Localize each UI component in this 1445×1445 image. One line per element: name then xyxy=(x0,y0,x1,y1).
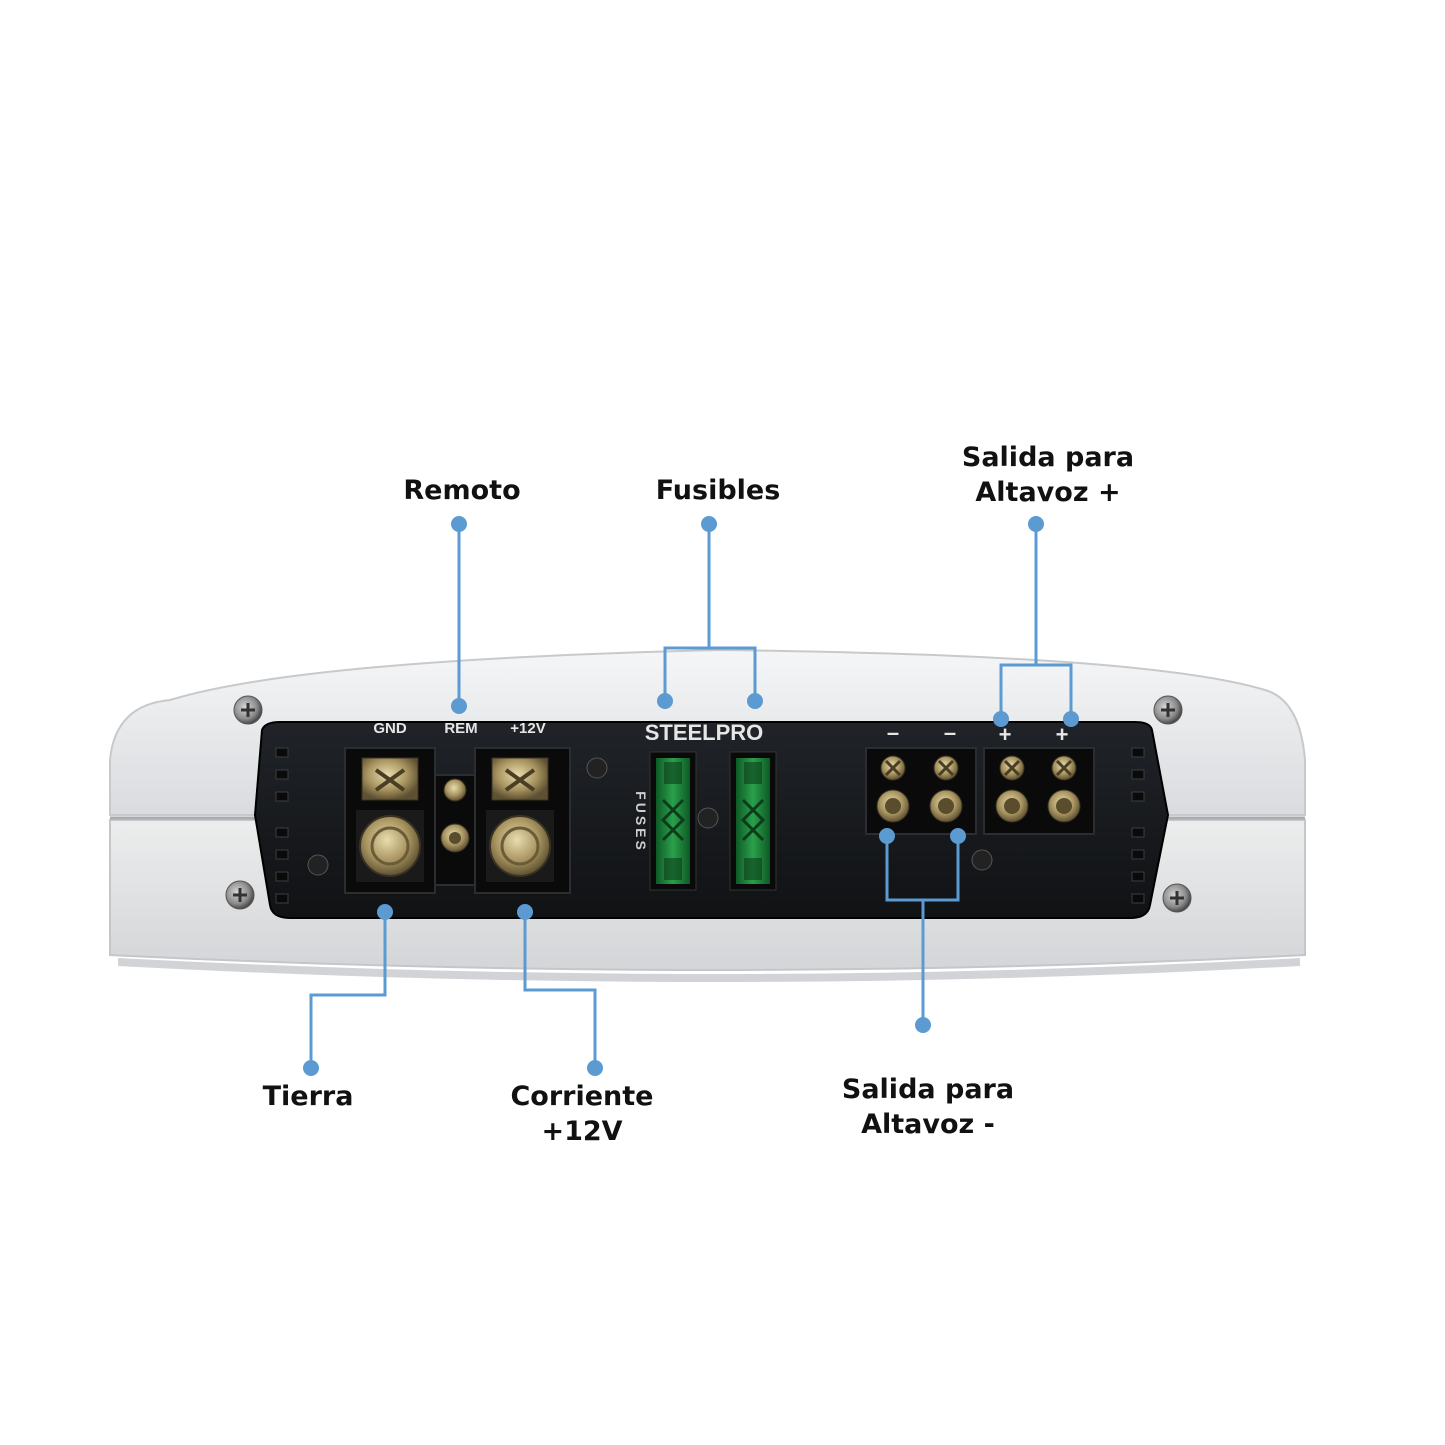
salida-neg-callout: Salida para Altavoz - xyxy=(808,1072,1048,1142)
salida-pos-bracket xyxy=(999,663,1073,718)
power-terminal-block xyxy=(344,747,571,894)
speaker-terminals xyxy=(876,755,1081,823)
fusibles-callout: Fusibles xyxy=(618,473,818,508)
plus-label: + xyxy=(1056,722,1069,747)
panel-screw-icon xyxy=(697,807,719,829)
corriente-line2: +12V xyxy=(541,1116,623,1147)
callout-dot xyxy=(377,904,393,920)
callout-dot xyxy=(1028,516,1044,532)
callout-dot xyxy=(451,516,467,532)
fuses-label: FUSES xyxy=(633,791,649,853)
tierra-leader-line xyxy=(309,912,387,1068)
blade-fuse-icon xyxy=(649,751,697,891)
plus-label: + xyxy=(999,722,1012,747)
salida-pos-line2: Altavoz + xyxy=(975,477,1121,508)
vents-left xyxy=(275,747,289,904)
corriente-line1: Corriente xyxy=(510,1081,654,1112)
callout-dot xyxy=(303,1060,319,1076)
housing-bottom-shadow xyxy=(118,958,1300,982)
callout-dot xyxy=(1063,711,1079,727)
remoto-callout: Remoto xyxy=(362,473,562,508)
salida-neg-line1: Salida para xyxy=(841,1074,1015,1105)
plus12v-label: +12V xyxy=(510,720,545,737)
callout-lines xyxy=(309,524,1073,1068)
tierra-text: Tierra xyxy=(262,1081,354,1112)
minus-label: – xyxy=(944,720,956,745)
corriente-leader-line xyxy=(523,912,597,1068)
phillips-screw-icon xyxy=(1162,883,1192,913)
screw-terminal-icon xyxy=(491,757,549,801)
callout-dot xyxy=(950,828,966,844)
callout-dot xyxy=(993,711,1009,727)
phillips-screw-icon xyxy=(1153,695,1183,725)
screw-terminal-icon xyxy=(876,755,910,823)
callout-dot xyxy=(587,1060,603,1076)
screw-terminal-icon xyxy=(929,755,963,823)
screw-terminal-icon xyxy=(361,757,419,801)
panel-screw-icon xyxy=(586,757,608,779)
salida-pos-line1: Salida para xyxy=(961,442,1135,473)
corriente-callout: Corriente +12V xyxy=(482,1079,682,1149)
fusibles-bracket xyxy=(663,646,757,700)
rem-label: REM xyxy=(444,720,477,737)
callout-dot xyxy=(915,1017,931,1033)
gnd-label: GND xyxy=(373,720,407,737)
fusibles-text: Fusibles xyxy=(655,475,781,506)
salida-neg-line2: Altavoz - xyxy=(861,1109,995,1140)
screw-terminal-icon xyxy=(356,810,424,882)
callout-dot xyxy=(879,828,895,844)
panel-screw-icon xyxy=(307,854,329,876)
screw-terminal-icon xyxy=(486,810,554,882)
salida-pos-callout: Salida para Altavoz + xyxy=(928,440,1168,510)
remoto-text: Remoto xyxy=(403,475,521,506)
minus-label: – xyxy=(887,720,899,745)
callout-dot xyxy=(451,698,467,714)
vents-right xyxy=(1131,747,1145,904)
callout-dot xyxy=(747,693,763,709)
screw-terminal-icon xyxy=(1047,755,1081,823)
callout-dot xyxy=(701,516,717,532)
screw-terminal-icon xyxy=(995,755,1029,823)
phillips-screw-icon xyxy=(225,880,255,910)
callout-dot xyxy=(657,693,673,709)
tierra-callout: Tierra xyxy=(208,1079,408,1114)
brand-label: STEELPRO xyxy=(645,720,764,745)
blade-fuse-icon xyxy=(729,751,777,891)
callout-dot xyxy=(517,904,533,920)
screw-terminal-icon xyxy=(440,778,470,853)
phillips-screw-icon xyxy=(233,695,263,725)
callout-dots xyxy=(303,516,1079,1076)
panel-screw-icon xyxy=(971,849,993,871)
amplifier-body: GND REM +12V STEELPRO FUSES – – + + xyxy=(109,648,1306,982)
